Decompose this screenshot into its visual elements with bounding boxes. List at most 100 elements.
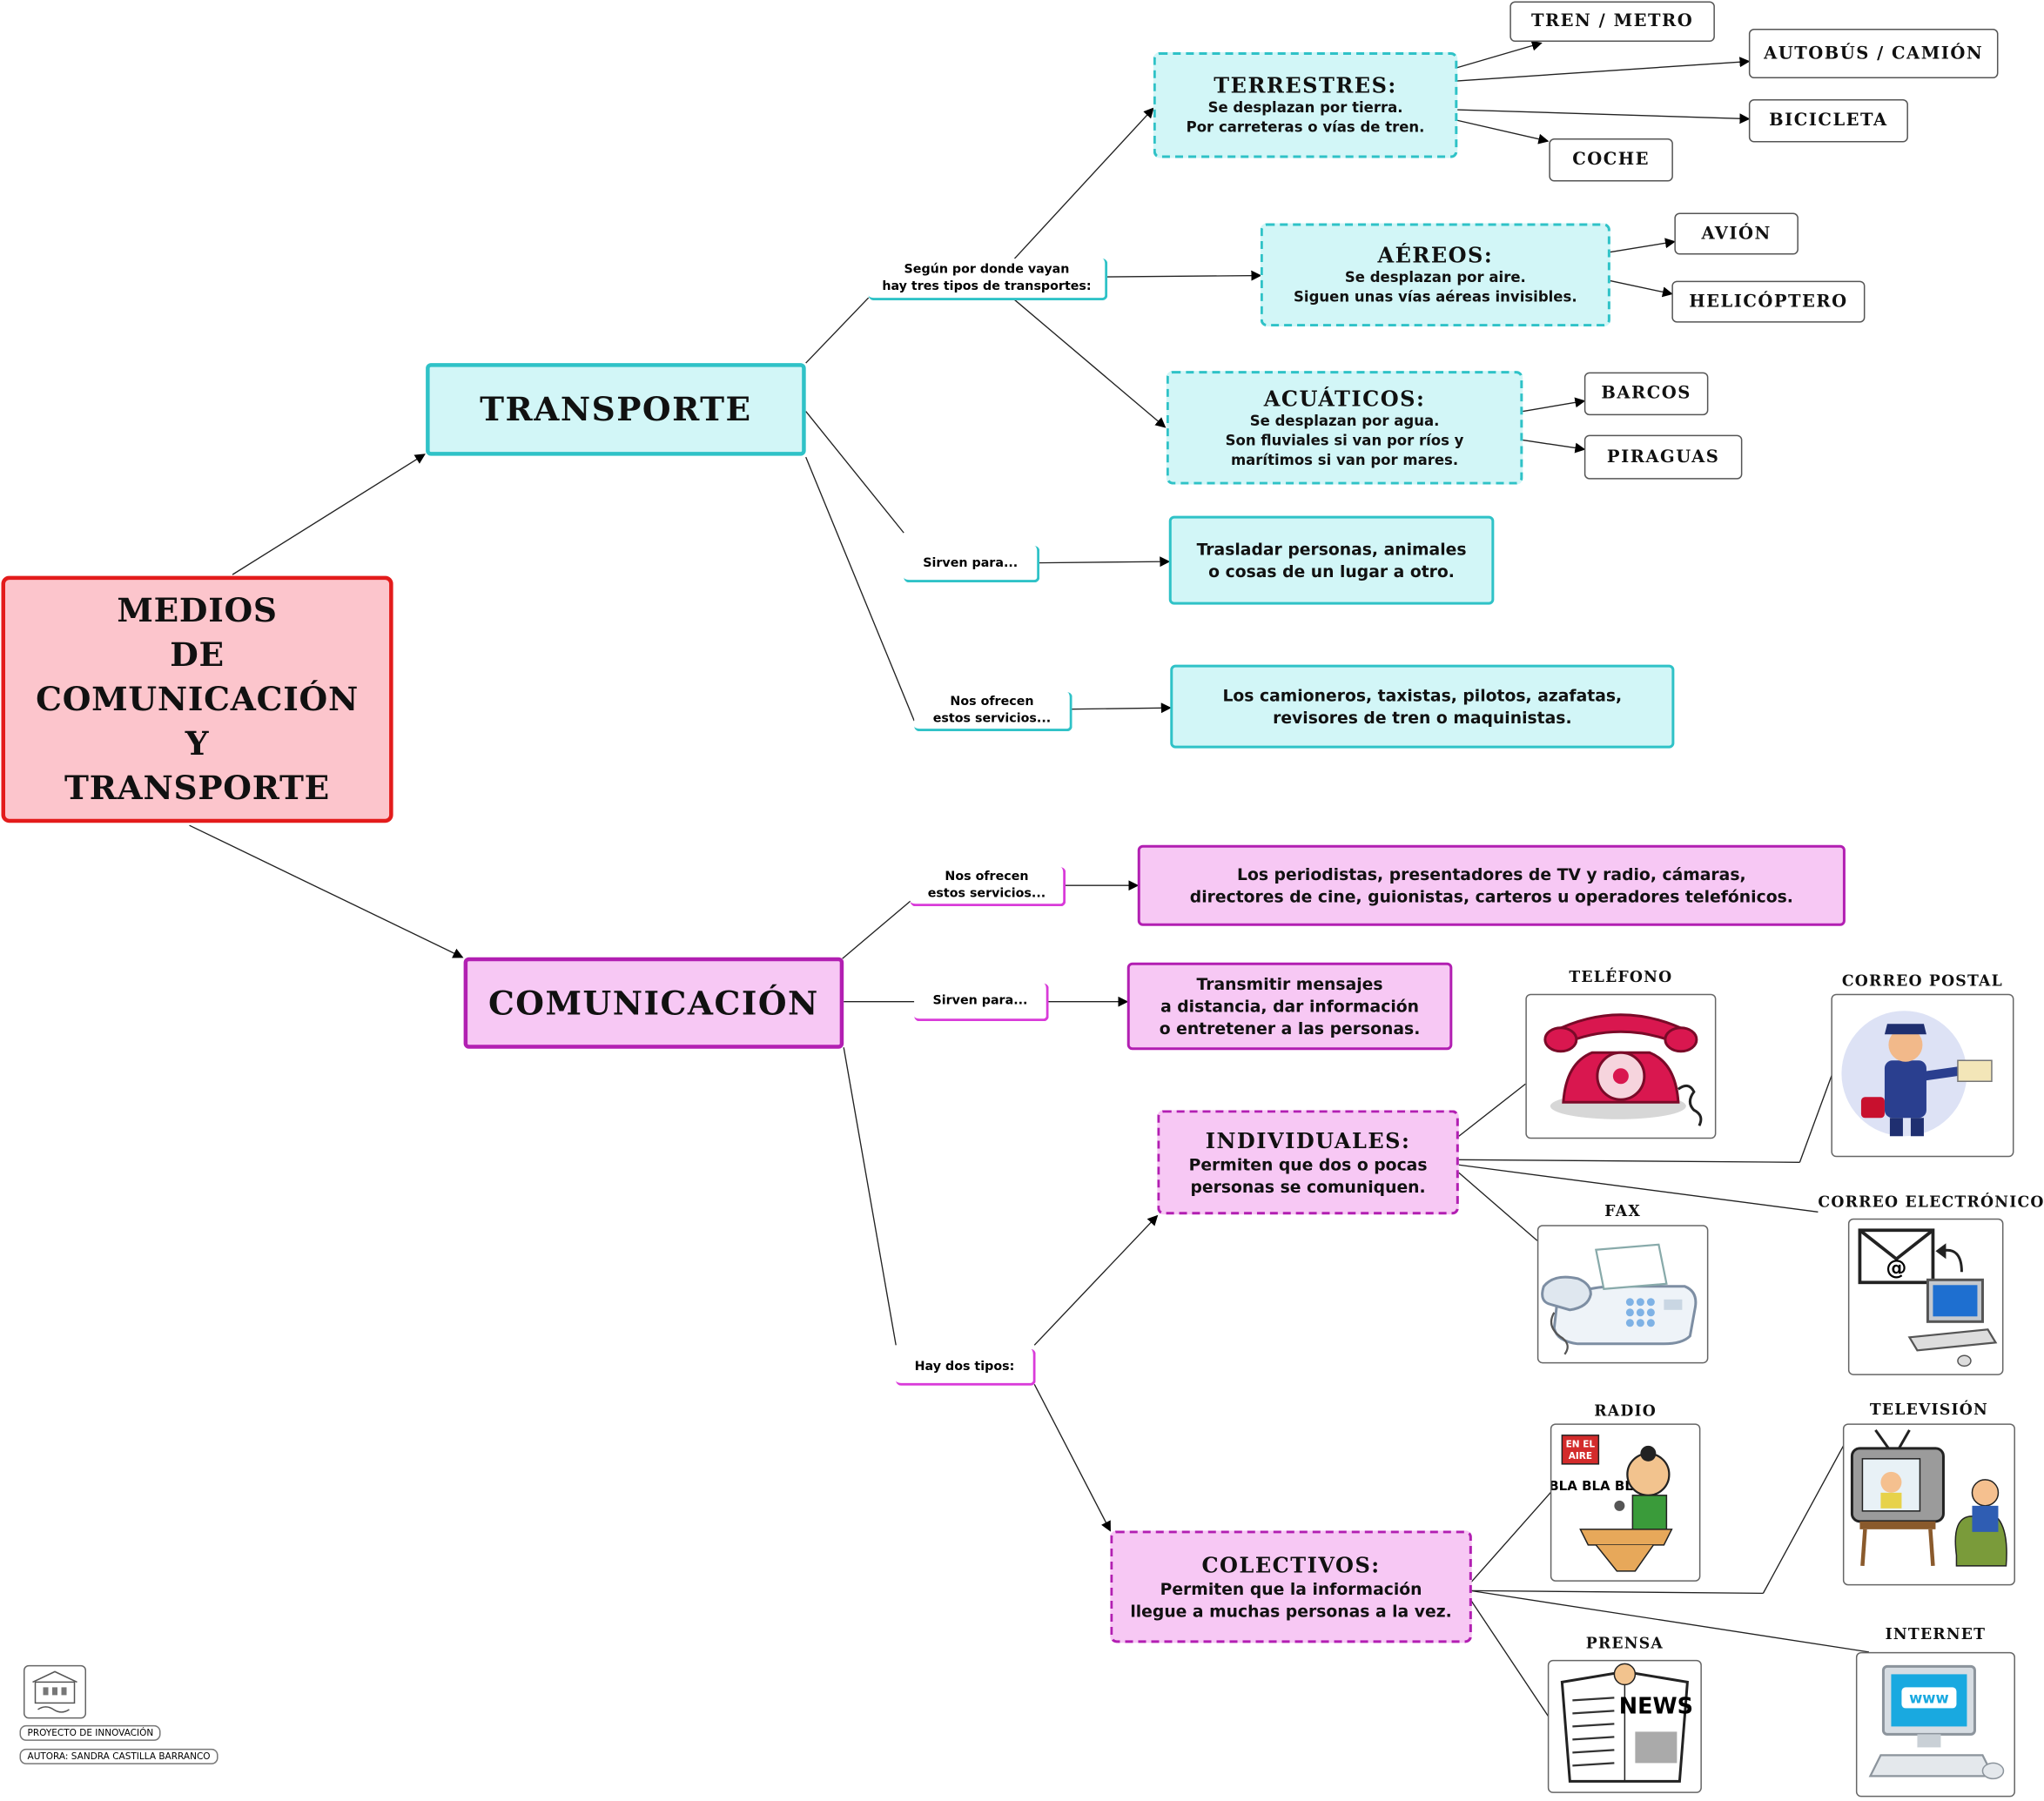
transporte-title: TRANSPORTE: [480, 390, 752, 429]
radio-card[interactable]: EN EL AIRE BLA BLA BLA: [1549, 1423, 1701, 1582]
en-el-text: EN EL: [1566, 1439, 1596, 1449]
news-text: NEWS: [1619, 1693, 1693, 1719]
aereos-node[interactable]: AÉREOS: Se desplazan por aire. Siguen un…: [1260, 223, 1610, 327]
leaf-label: AUTOBÚS / CAMIÓN: [1764, 44, 1984, 64]
correo-postal-label: CORREO POSTAL: [1841, 971, 2003, 991]
connector-text: Nos ofrecen: [945, 870, 1029, 884]
root-title-line: COMUNICACIÓN: [36, 679, 359, 718]
com-servicios-node[interactable]: Los periodistas, presentadores de TV y r…: [1137, 844, 1846, 926]
root-title-line: MEDIOS: [117, 590, 278, 629]
leaf-barcos[interactable]: BARCOS: [1583, 372, 1709, 416]
terrestres-heading: TERRESTRES:: [1214, 73, 1397, 98]
leaf-label: BICICLETA: [1769, 111, 1888, 131]
leaf-label: AVIÓN: [1701, 224, 1772, 244]
aire-text: AIRE: [1569, 1451, 1592, 1462]
comunicacion-title: COMUNICACIÓN: [487, 984, 819, 1022]
leaf-piraguas[interactable]: PIRAGUAS: [1583, 434, 1743, 480]
root-node[interactable]: MEDIOS DE COMUNICACIÓN Y TRANSPORTE: [1, 575, 393, 823]
connector-text: Sirven para...: [923, 555, 1019, 570]
bla-bla-text: BLA BLA BLA: [1551, 1478, 1644, 1494]
internet-card[interactable]: www: [1855, 1651, 2015, 1798]
television-label: TELEVISIÓN: [1869, 1400, 1988, 1419]
aereos-desc: Siguen unas vías aéreas invisibles.: [1294, 288, 1577, 306]
connector-transport-sirven: Sirven para...: [904, 546, 1040, 583]
terrestres-desc: Por carreteras o vías de tren.: [1186, 118, 1425, 137]
transporte-node[interactable]: TRANSPORTE: [426, 363, 806, 456]
com-sirven-node[interactable]: Transmitir mensajes a distancia, dar inf…: [1126, 962, 1453, 1051]
fax-card[interactable]: [1536, 1225, 1709, 1364]
root-title-line: Y: [185, 723, 210, 763]
transport-servicios-node[interactable]: Los camioneros, taxistas, pilotos, azafa…: [1170, 664, 1675, 749]
internet-icon: www: [1868, 1664, 2005, 1780]
terrestres-node[interactable]: TERRESTRES: Se desplazan por tierra. Por…: [1153, 52, 1458, 158]
acuaticos-heading: ACUÁTICOS:: [1263, 386, 1426, 411]
project-label: PROYECTO DE INNOVACIÓN: [19, 1724, 162, 1741]
comunicacion-node[interactable]: COMUNICACIÓN: [463, 957, 844, 1049]
leaf-coche[interactable]: COCHE: [1549, 138, 1673, 182]
email-icon: @: [1858, 1228, 1998, 1368]
node-text: o cosas de un lugar a otro.: [1208, 561, 1455, 581]
aereos-desc: Se desplazan por aire.: [1344, 269, 1526, 286]
television-icon: [1850, 1428, 2007, 1567]
radio-label: RADIO: [1594, 1401, 1657, 1420]
leaf-autobus-camion[interactable]: AUTOBÚS / CAMIÓN: [1748, 29, 1999, 79]
leaf-avion[interactable]: AVIÓN: [1674, 212, 1799, 255]
telefono-card[interactable]: [1525, 993, 1717, 1139]
leaf-helicoptero[interactable]: HELICÓPTERO: [1671, 280, 1866, 323]
aereos-heading: AÉREOS:: [1377, 243, 1494, 268]
www-text: www: [1909, 1690, 1949, 1706]
connector-text: estos servicios...: [932, 711, 1052, 727]
correo-postal-card[interactable]: [1831, 993, 2014, 1158]
leaf-bicicleta[interactable]: BICICLETA: [1748, 99, 1908, 143]
radio-icon: EN EL AIRE BLA BLA BLA: [1549, 1435, 1673, 1572]
author-label: AUTORA: SANDRA CASTILLA BARRANCO: [19, 1748, 219, 1764]
node-text: o entretener a las personas.: [1159, 1018, 1421, 1038]
acuaticos-desc: marítimos si van por mares.: [1230, 451, 1459, 468]
node-text: Los camioneros, taxistas, pilotos, azafa…: [1222, 685, 1623, 706]
root-title-line: TRANSPORTE: [64, 768, 331, 807]
connector-com-tipos: Hay dos tipos:: [896, 1348, 1036, 1386]
internet-label: INTERNET: [1885, 1624, 1987, 1643]
node-text: directores de cine, guionistas, carteros…: [1189, 886, 1793, 907]
individuales-desc: personas se comuniquen.: [1190, 1176, 1426, 1196]
leaf-label: PIRAGUAS: [1606, 447, 1720, 467]
fax-label: FAX: [1604, 1201, 1641, 1220]
newspaper-icon: NEWS: [1560, 1663, 1693, 1783]
school-building-icon: [32, 1670, 77, 1713]
acuaticos-desc: Se desplazan por agua.: [1249, 412, 1440, 429]
node-text: Los periodistas, presentadores de TV y r…: [1237, 864, 1746, 884]
connector-text: Sirven para...: [932, 993, 1028, 1009]
connector-text: Hay dos tipos:: [914, 1359, 1015, 1374]
colectivos-node[interactable]: COLECTIVOS: Permiten que la información …: [1110, 1530, 1472, 1643]
telephone-icon: [1543, 1013, 1703, 1126]
prensa-label: PRENSA: [1585, 1633, 1664, 1652]
acuaticos-node[interactable]: ACUÁTICOS: Se desplazan por agua. Son fl…: [1166, 371, 1523, 485]
node-text: a distancia, dar información: [1160, 996, 1420, 1017]
transport-sirven-node[interactable]: Trasladar personas, animales o cosas de …: [1168, 515, 1495, 605]
telefono-label: TELÉFONO: [1569, 967, 1673, 986]
individuales-node[interactable]: INDIVIDUALES: Permiten que dos o pocas p…: [1157, 1110, 1459, 1215]
correo-electronico-card[interactable]: @: [1847, 1218, 2004, 1375]
prensa-card[interactable]: NEWS: [1547, 1659, 1702, 1793]
terrestres-desc: Se desplazan por tierra.: [1207, 99, 1403, 117]
at-sign-text: @: [1886, 1255, 1906, 1280]
fax-icon: [1541, 1243, 1698, 1355]
acuaticos-desc: Son fluviales si van por ríos y: [1225, 431, 1464, 449]
node-text: Trasladar personas, animales: [1196, 539, 1467, 560]
individuales-desc: Permiten que dos o pocas: [1188, 1153, 1428, 1174]
leaf-label: TREN / METRO: [1530, 11, 1694, 32]
individuales-heading: INDIVIDUALES:: [1205, 1127, 1411, 1153]
node-text: Transmitir mensajes: [1196, 974, 1383, 994]
connector-transport-servicios: Nos ofrecen estos servicios...: [914, 692, 1072, 732]
leaf-tren-metro[interactable]: TREN / METRO: [1509, 1, 1715, 43]
television-card[interactable]: [1842, 1423, 2015, 1586]
colectivos-desc: Permiten que la información: [1160, 1578, 1422, 1598]
connector-text: estos servicios...: [927, 886, 1046, 902]
root-title-line: DE: [170, 635, 225, 674]
school-logo: [24, 1664, 87, 1719]
connector-com-servicios: Nos ofrecen estos servicios...: [910, 867, 1066, 907]
connector-transport-types: Según por donde vayan hay tres tipos de …: [868, 259, 1108, 301]
correo-electronico-label: CORREO ELECTRÓNICO: [1818, 1192, 2044, 1211]
